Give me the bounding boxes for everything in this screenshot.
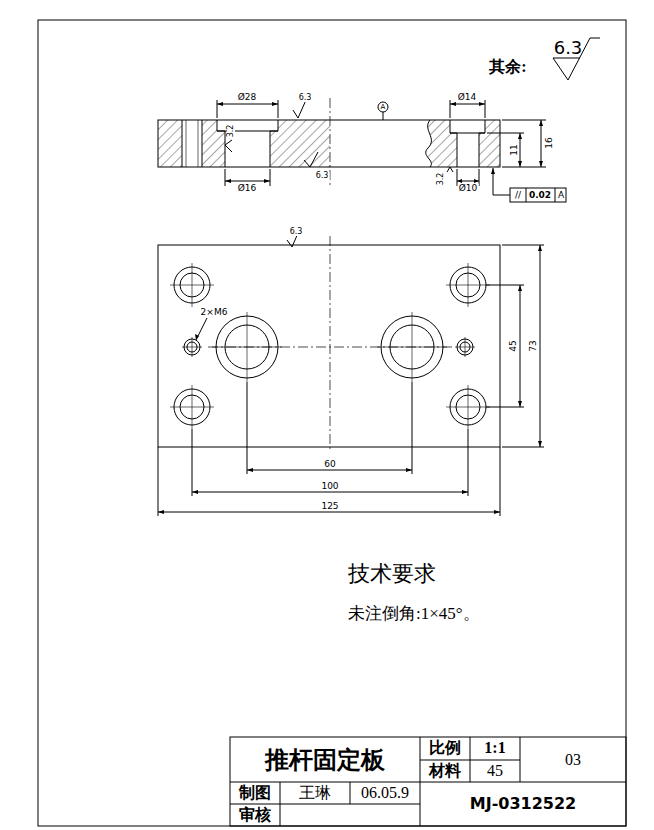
datum-letter: A <box>381 104 386 111</box>
dimension-text: 45 <box>509 339 518 352</box>
dimension-text: Ø28 <box>237 93 258 102</box>
table-cell: 03 <box>565 752 581 768</box>
tolerance-symbol: // <box>515 191 521 200</box>
dimension-text: 11 <box>510 143 519 156</box>
table-cell: 1:1 <box>484 740 505 756</box>
tolerance-value: 0.02 <box>529 191 551 200</box>
note-text: 未注倒角:1×45°。 <box>348 605 480 622</box>
dimension-text: 60 <box>323 460 336 469</box>
dimension-text: 125 <box>320 502 339 511</box>
table-cell: 45 <box>487 763 503 779</box>
table-cell: 06.05.9 <box>361 785 409 801</box>
datum-letter: A <box>558 191 564 200</box>
roughness-value: 3.2 <box>227 124 235 139</box>
dimension-text: Ø10 <box>458 184 479 193</box>
roughness-value: 6.3 <box>298 94 313 102</box>
note-text: 其余: <box>489 59 526 75</box>
dimension-text: 2×M6 <box>200 308 229 317</box>
drawing-title: 推杆固定板 <box>265 748 385 772</box>
roughness-value: 6.3 <box>315 172 330 180</box>
table-cell: 比例 <box>429 740 461 756</box>
dimension-text: Ø16 <box>237 184 258 193</box>
table-cell: MJ-0312522 <box>470 796 576 812</box>
dimension-text: 16 <box>545 136 554 149</box>
dimension-text: 73 <box>529 339 538 352</box>
dimension-text: Ø14 <box>457 93 478 102</box>
dimension-text: 100 <box>320 482 339 491</box>
roughness-value: 6.3 <box>289 228 304 236</box>
roughness-value: 3.2 <box>437 172 445 187</box>
table-cell: 王琳 <box>299 785 331 801</box>
roughness-value: 6.3 <box>554 39 583 57</box>
table-cell: 制图 <box>239 785 271 801</box>
table-cell: 材料 <box>429 763 461 779</box>
note-heading: 技术要求 <box>348 563 436 585</box>
table-cell: 审核 <box>239 807 271 823</box>
